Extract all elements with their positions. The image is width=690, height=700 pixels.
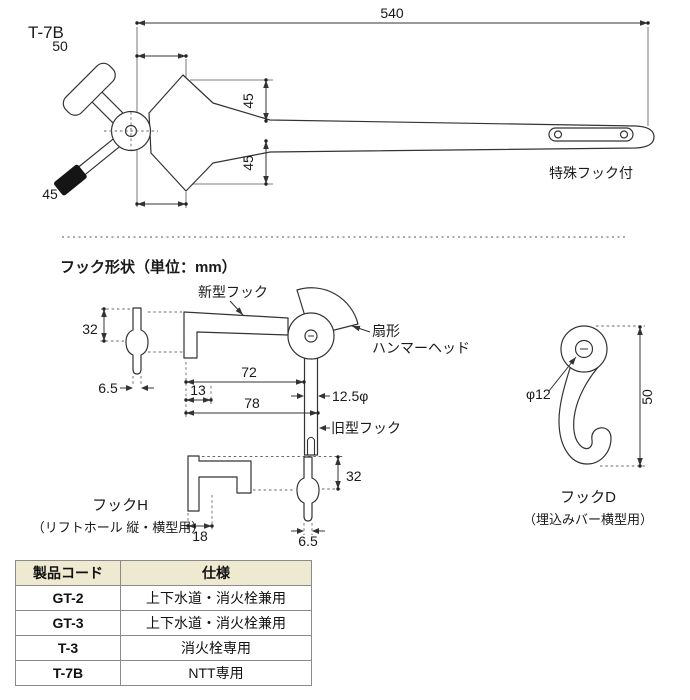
product-code-cell: T-3 — [15, 635, 121, 661]
old-hook-shaft — [303, 356, 319, 456]
wrench-blade — [148, 74, 655, 192]
table-header-row: 製品コード 仕様 — [15, 560, 312, 586]
hook-h-shape — [187, 455, 252, 512]
old-hook-fork — [306, 436, 316, 455]
hook-d-name: フックD — [560, 489, 616, 506]
extension-dashes-center — [185, 362, 212, 417]
dim-label-45-left: 45 — [42, 186, 58, 202]
spec-cell: 消火栓専用 — [120, 635, 312, 661]
spec-cell: 上下水道・消火栓兼用 — [120, 610, 312, 636]
special-hook-label: 特殊フック付 — [549, 165, 633, 181]
new-hook-bottom-profile — [296, 456, 320, 522]
hook-d-subtitle: （埋込みバー横型用） — [523, 512, 653, 527]
col-header-spec: 仕様 — [120, 560, 312, 586]
fan-label-line1: 扇形 — [372, 323, 400, 339]
dim-label-6-5-left: 6.5 — [98, 380, 118, 396]
dim-12-5-phi — [291, 393, 330, 399]
dim-50-right — [596, 325, 645, 468]
new-hook-label: 新型フック — [198, 284, 268, 300]
spec-cell: NTT専用 — [120, 660, 312, 686]
new-hook-leader — [229, 300, 244, 316]
special-hook-slot — [548, 127, 634, 142]
handle-grip — [54, 164, 87, 196]
dim-label-32-right: 32 — [346, 468, 362, 484]
col-header-product-code: 製品コード — [15, 560, 121, 586]
dim-label-72: 72 — [241, 364, 257, 380]
dim-label-540: 540 — [380, 5, 404, 21]
dim-label-32-left: 32 — [82, 321, 98, 337]
product-spec-table: 製品コード 仕様 GT-2 上下水道・消火栓兼用 GT-3 上下水道・消火栓兼用… — [15, 560, 312, 686]
tool-handle — [54, 137, 121, 196]
new-hook-side-profile — [125, 307, 149, 375]
projection-dashes-left — [100, 308, 184, 353]
old-hook-label: 旧型フック — [331, 420, 401, 436]
spec-cell: 上下水道・消火栓兼用 — [120, 585, 312, 611]
dim-label-13: 13 — [190, 382, 206, 398]
hook-d-body — [558, 364, 612, 465]
dim-18 — [186, 495, 214, 530]
dim-label-6-5-bottom: 6.5 — [298, 533, 318, 549]
hook-h-name: フックH — [92, 497, 148, 514]
hook-d-head — [560, 325, 608, 373]
new-hook-front — [183, 311, 289, 359]
hook-h-subtitle: （リフトホール 縦・横型用） — [32, 520, 205, 535]
fan-leader — [351, 325, 371, 333]
dim-label-50-right: 50 — [639, 389, 655, 405]
dim-label-78: 78 — [244, 395, 260, 411]
table-row: T-3 消火栓専用 — [15, 635, 312, 661]
dim-label-50: 50 — [52, 38, 68, 54]
hook-pivot-circle — [287, 312, 335, 360]
dim-label-45-lower: 45 — [240, 155, 256, 171]
dim-label-18: 18 — [192, 528, 208, 544]
old-hook-arrow — [319, 425, 326, 431]
dim-6-5-left — [120, 376, 154, 391]
pivot-joint — [104, 110, 158, 152]
dim-label-45-upper: 45 — [240, 93, 256, 109]
product-code-cell: T-7B — [15, 660, 121, 686]
fan-label-line2: ハンマーヘッド — [372, 340, 470, 356]
technical-drawing: T-7B 540 50 45 4 — [28, 5, 655, 549]
dimension-point-dots-top — [135, 21, 650, 206]
hook-section-heading: フック形状（単位：mm） — [60, 258, 237, 276]
dim-label-12-5-phi: 12.5φ — [332, 388, 368, 404]
dim-32-right — [322, 455, 343, 491]
model-title: T-7B — [28, 23, 64, 42]
table-row: GT-2 上下水道・消火栓兼用 — [15, 585, 312, 611]
product-code-cell: GT-2 — [15, 585, 121, 611]
dim-6-5-bottom — [291, 523, 325, 535]
table-row: T-7B NTT専用 — [15, 660, 312, 686]
product-code-cell: GT-3 — [15, 610, 121, 636]
dim-label-phi12: φ12 — [526, 386, 551, 402]
dimension-point-dots-center — [102, 307, 320, 415]
phi12-leader — [548, 356, 577, 392]
table-row: GT-3 上下水道・消火栓兼用 — [15, 610, 312, 636]
